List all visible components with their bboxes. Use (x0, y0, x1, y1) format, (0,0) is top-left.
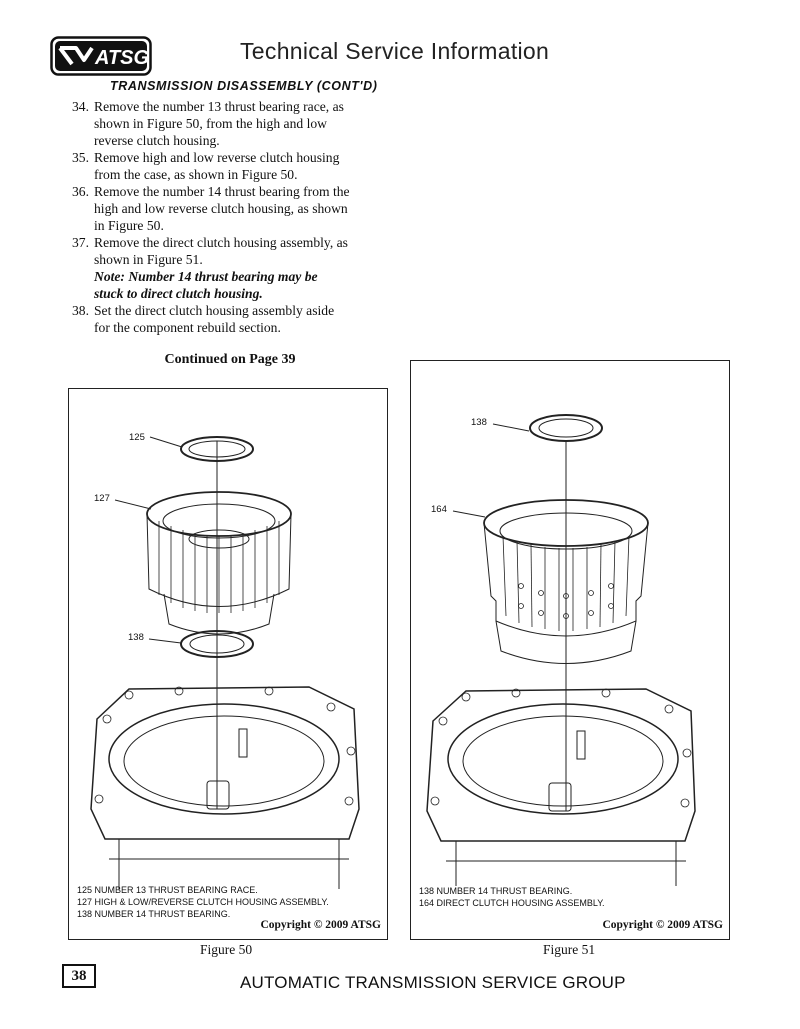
figure-51-copyright: Copyright © 2009 ATSG (602, 919, 723, 931)
step-37: 37. Remove the direct clutch housing ass… (72, 234, 382, 302)
step-number: 38. (72, 303, 89, 318)
step-line: high and low reverse clutch housing, as … (94, 201, 348, 216)
callout-138: 138 (128, 632, 144, 643)
legend-item: 127 HIGH & LOW/REVERSE CLUTCH HOUSING AS… (77, 897, 329, 907)
figure-50-caption: Figure 50 (200, 942, 253, 957)
step-line: in Figure 50. (94, 218, 164, 233)
step-number: 35. (72, 150, 89, 165)
callout-125: 125 (129, 432, 145, 443)
step-line: from the case, as shown in Figure 50. (94, 167, 298, 182)
step-line: Set the direct clutch housing assembly a… (94, 303, 335, 318)
page-number: 38 (62, 964, 96, 988)
step-line: shown in Figure 51. (94, 252, 203, 267)
step-line: for the component rebuild section. (94, 320, 281, 335)
legend-item: 164 DIRECT CLUTCH HOUSING ASSEMBLY. (419, 898, 605, 908)
instruction-steps: 34. Remove the number 13 thrust bearing … (72, 98, 382, 336)
step-text: Remove high and low reverse clutch housi… (94, 149, 382, 183)
step-line: shown in Figure 50, from the high and lo… (94, 116, 327, 131)
figure-51-illustration (426, 414, 696, 886)
legend-item: 138 NUMBER 14 THRUST BEARING. (77, 909, 231, 919)
section-title: TRANSMISSION DISASSEMBLY (CONT'D) (110, 79, 378, 93)
step-number: 37. (72, 235, 89, 250)
step-number: 36. (72, 184, 89, 199)
step-number: 34. (72, 99, 89, 114)
figure-50-illustration (90, 436, 360, 889)
figure-50-frame: 125 127 138 125 NUMBER 13 THRUST BEARING… (68, 388, 388, 940)
step-line: Remove the number 14 thrust bearing from… (94, 184, 350, 199)
callout-127: 127 (94, 493, 110, 504)
legend-item: 125 NUMBER 13 THRUST BEARING RACE. (77, 885, 258, 895)
step-line: Remove high and low reverse clutch housi… (94, 150, 340, 165)
callout-138: 138 (471, 417, 487, 428)
figure-51-caption: Figure 51 (543, 942, 596, 957)
figure-50-legend: 125 NUMBER 13 THRUST BEARING RACE. 127 H… (77, 884, 329, 920)
atsg-logo: ATSG (50, 36, 152, 76)
step-line: reverse clutch housing. (94, 133, 220, 148)
step-note: stuck to direct clutch housing. (94, 286, 263, 301)
figure-51-frame: 138 164 138 NUMBER 14 THRUST BEARING. 16… (410, 360, 730, 940)
step-36: 36. Remove the number 14 thrust bearing … (72, 183, 382, 234)
figure-51-legend: 138 NUMBER 14 THRUST BEARING. 164 DIRECT… (419, 885, 605, 909)
callout-164: 164 (431, 504, 447, 515)
step-34: 34. Remove the number 13 thrust bearing … (72, 98, 382, 149)
step-text: Remove the number 13 thrust bearing race… (94, 98, 382, 149)
footer-title: AUTOMATIC TRANSMISSION SERVICE GROUP (240, 973, 626, 992)
step-text: Remove the number 14 thrust bearing from… (94, 183, 382, 234)
step-text: Set the direct clutch housing assembly a… (94, 302, 382, 336)
page-title: Technical Service Information (240, 38, 550, 64)
step-note: Note: Number 14 thrust bearing may be (94, 269, 318, 284)
figure-50-copyright: Copyright © 2009 ATSG (260, 919, 381, 931)
step-35: 35. Remove high and low reverse clutch h… (72, 149, 382, 183)
logo-text: ATSG (94, 47, 149, 69)
continued-note: Continued on Page 39 (164, 352, 296, 367)
step-38: 38. Set the direct clutch housing assemb… (72, 302, 382, 336)
step-text: Remove the direct clutch housing assembl… (94, 234, 382, 302)
step-line: Remove the direct clutch housing assembl… (94, 235, 348, 250)
step-line: Remove the number 13 thrust bearing race… (94, 99, 344, 114)
legend-item: 138 NUMBER 14 THRUST BEARING. (419, 886, 573, 896)
